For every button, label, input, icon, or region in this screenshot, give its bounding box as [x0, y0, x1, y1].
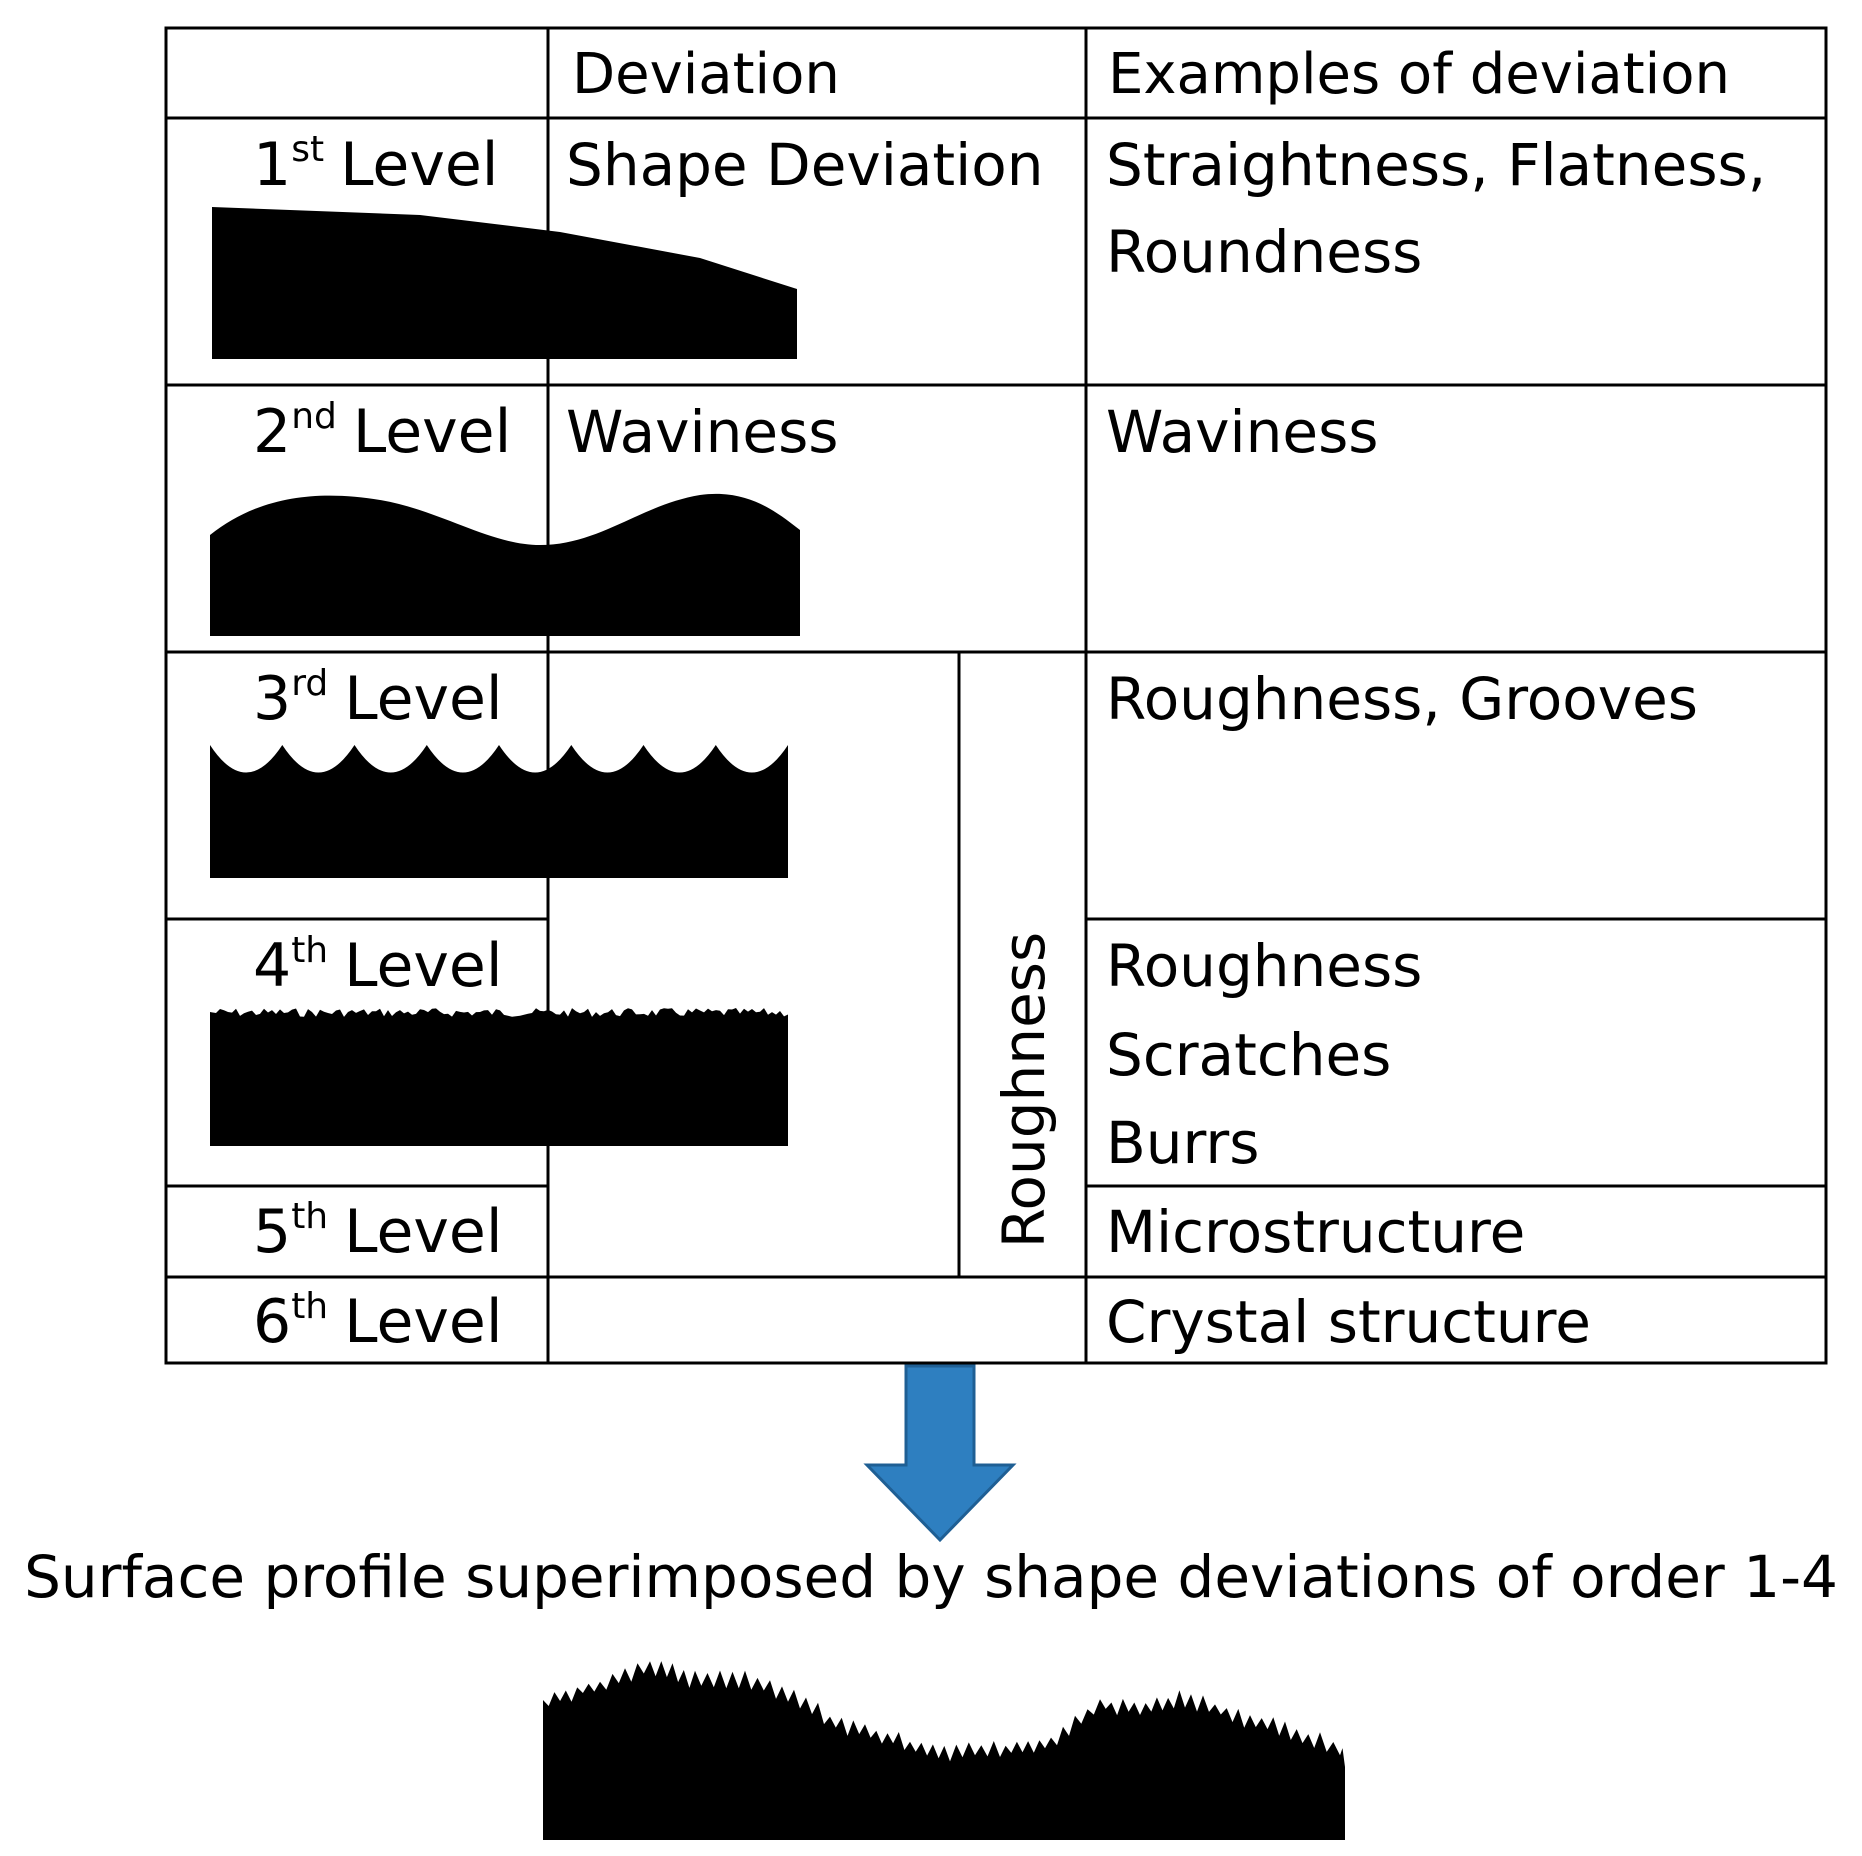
header-examples: Examples of deviation	[1108, 42, 1730, 107]
level-1-examples-line-1: Straightness, Flatness,	[1106, 131, 1766, 199]
level-3-examples: Roughness, Grooves	[1106, 665, 1698, 733]
waviness-profile	[210, 493, 800, 636]
level-4-examples-line-2: Scratches	[1106, 1021, 1391, 1089]
header-deviation: Deviation	[572, 42, 840, 107]
level-4-examples-line-1: Roughness	[1106, 932, 1422, 1000]
level-1-examples-line-2: Roundness	[1106, 218, 1422, 286]
fine-roughness-profile	[210, 1008, 788, 1146]
down-arrow-icon	[863, 1364, 1017, 1543]
caption: Surface profile superimposed by shape de…	[24, 1543, 1838, 1611]
level-6-examples: Crystal structure	[1106, 1288, 1591, 1356]
level-4-examples-line-3: Burrs	[1106, 1109, 1259, 1177]
level-1-deviation: Shape Deviation	[566, 131, 1043, 199]
level-2-deviation: Waviness	[566, 398, 839, 466]
superimposed-surface-profile	[543, 1661, 1345, 1840]
shape-deviation-profile	[212, 207, 797, 359]
roughness-profile	[210, 745, 788, 878]
level-5-examples: Microstructure	[1106, 1198, 1525, 1266]
level-2-examples: Waviness	[1106, 398, 1379, 466]
roughness-vertical-label: Roughness	[990, 932, 1058, 1248]
